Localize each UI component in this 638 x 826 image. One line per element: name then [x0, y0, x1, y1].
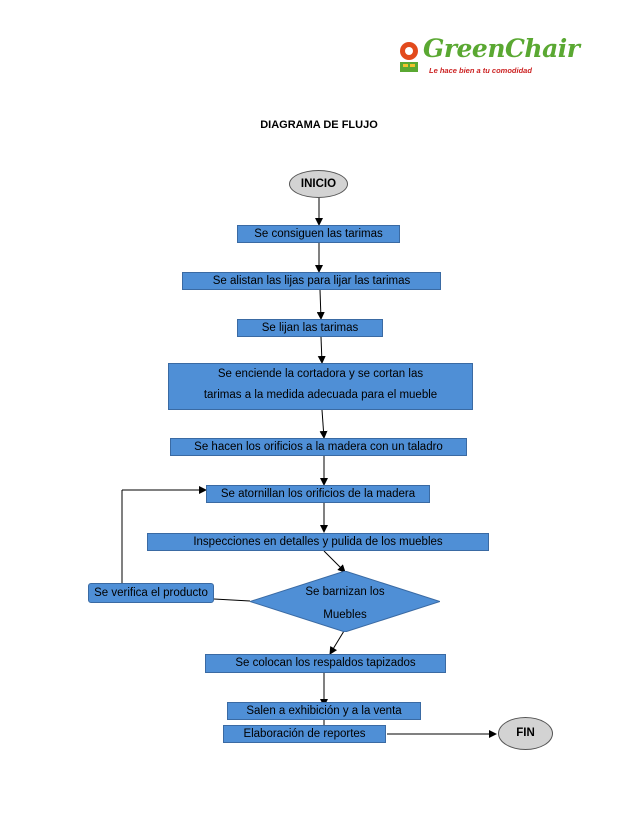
company-logo: GreenChair Le hace bien a tu comodidad	[397, 34, 580, 82]
step-prepare-sandpaper: Se alistan las lijas para lijar las tari…	[182, 272, 441, 290]
step-inspect-polish: Inspecciones en detalles y pulida de los…	[147, 533, 489, 551]
end-node: FIN	[498, 717, 553, 750]
decision-label-line2: Muebles	[323, 609, 367, 621]
step-cut-pallets: Se enciende la cortadora y se cortan las…	[168, 363, 473, 410]
logo-name: GreenChair	[423, 34, 580, 63]
step-cut-pallets-line2: tarimas a la medida adecuada para el mue…	[203, 389, 438, 401]
step-place-backrests: Se colocan los respaldos tapizados	[205, 654, 446, 673]
step-screw-holes: Se atornillan los orificios de la madera	[206, 485, 430, 503]
logo-tagline: Le hace bien a tu comodidad	[429, 66, 532, 75]
step-reports: Elaboración de reportes	[223, 725, 386, 743]
line-decision-verify	[213, 598, 251, 602]
step-get-pallets: Se consiguen las tarimas	[237, 225, 400, 243]
page-title: DIAGRAMA DE FLUJO	[260, 119, 378, 131]
arrow-decision-step8	[329, 630, 345, 655]
step-cut-pallets-line1: Se enciende la cortadora y se cortan las	[217, 368, 424, 380]
decision-node	[250, 571, 440, 632]
step-verify-product: Se verifica el producto	[88, 583, 214, 603]
decision-label-line1: Se barnizan los	[305, 586, 385, 598]
start-node: INICIO	[289, 170, 348, 198]
arrow-step3-step4	[317, 336, 326, 364]
step-exhibition-sale: Salen a exhibición y a la venta	[227, 702, 421, 720]
arrow-step2-step3	[316, 289, 325, 320]
step-drill-holes: Se hacen los orificios a la madera con u…	[170, 438, 467, 456]
logo-chair-icon	[400, 42, 418, 72]
arrow-step7-decision	[323, 550, 346, 573]
arrow-step4-step5	[319, 409, 328, 439]
step-sand-pallets: Se lijan las tarimas	[237, 319, 383, 337]
